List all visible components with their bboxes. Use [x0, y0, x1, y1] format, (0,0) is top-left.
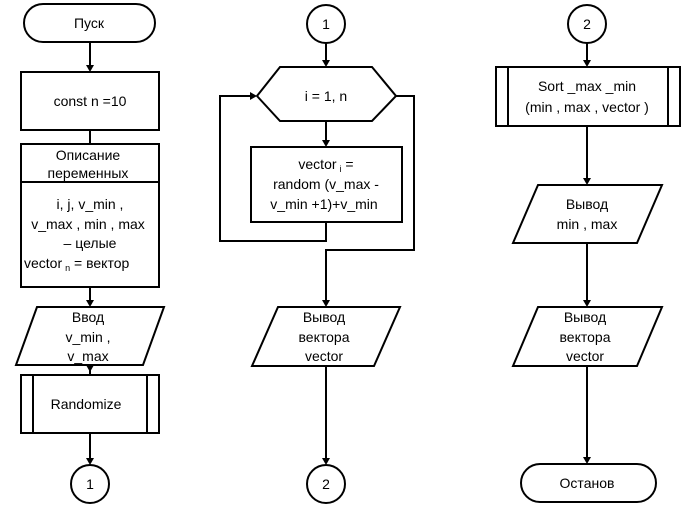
arrow-head — [322, 60, 330, 67]
output-min-max-line-1: Вывод — [566, 196, 608, 212]
const-process-box — [20, 71, 160, 131]
assign-vector-word: vector — [298, 156, 336, 172]
vector-subscript: n — [65, 263, 70, 273]
arrow-head — [86, 458, 94, 465]
connector-2-bottom — [306, 464, 346, 504]
loop-hexagon — [255, 66, 398, 122]
assign-equals: = — [342, 156, 354, 172]
connector-2-bottom-label: 2 — [322, 476, 330, 492]
loop-return-line — [219, 95, 327, 242]
output-vector-line-1: Вывод — [564, 309, 606, 325]
vector-word: vector — [24, 255, 62, 271]
connector-2-top-label: 2 — [583, 16, 591, 32]
loop-label: i = 1, n — [305, 88, 347, 104]
assignment-line-2: random (v_max - — [273, 176, 379, 192]
sort-predefined-process — [495, 66, 681, 127]
arrow-head — [583, 178, 591, 185]
variables-body-backdrop — [22, 183, 158, 286]
variables-header-line-1: Описание — [56, 147, 121, 163]
connector-1-bottom-label: 1 — [86, 476, 94, 492]
input-line-1: Ввод — [72, 309, 104, 325]
assign-subscript: i — [340, 164, 342, 174]
input-line-3: v_max — [67, 348, 108, 364]
assignment-process-box — [250, 146, 403, 223]
start-terminator — [23, 3, 156, 43]
assignment-line-3: v_min +1)+v_min — [270, 196, 377, 212]
sort-line-2: (min , max , vector ) — [525, 99, 649, 115]
start-label: Пуск — [74, 15, 105, 31]
connector-1-bottom — [70, 464, 110, 504]
output-vector-line-3: vector — [305, 348, 343, 364]
output-min-max-line-2: min , max — [557, 216, 618, 232]
connector-1-top — [306, 4, 346, 44]
connector-1-top-label: 1 — [322, 16, 330, 32]
vector-definition: = вектор — [70, 255, 129, 271]
arrow-head — [86, 65, 94, 72]
arrow-head — [583, 300, 591, 307]
const-label: const n =10 — [54, 93, 127, 109]
randomize-predefined-process — [20, 374, 160, 434]
arrow-head — [250, 92, 257, 100]
variables-header-line-2: переменных — [48, 165, 129, 181]
connector-2-top — [567, 4, 607, 44]
output-vector-line-2: вектора — [560, 329, 611, 345]
loop-exit-line — [325, 95, 415, 300]
arrow-head — [322, 458, 330, 465]
variables-body-line-3: – целые — [64, 235, 117, 251]
sort-line-1: Sort _max _min — [538, 78, 636, 94]
end-label: Останов — [560, 475, 615, 491]
output-vector-line-1: Вывод — [303, 309, 345, 325]
output-vector-line-3: vector — [566, 348, 604, 364]
variables-body-line-2: v_max , min , max — [31, 216, 145, 232]
arrow-head — [86, 365, 94, 372]
variables-body-line-1: i, j, v_min , — [57, 196, 124, 212]
arrow-head — [322, 140, 330, 147]
column-1: Пуск const n =10 Описание переменных i, … — [14, 3, 166, 504]
end-terminator — [520, 463, 657, 503]
output-vector-line-2: вектора — [299, 329, 350, 345]
input-line-2: v_min , — [65, 329, 110, 345]
arrow-head — [583, 60, 591, 67]
arrow-head — [322, 300, 330, 307]
output-vector-parallelogram — [250, 306, 402, 367]
output-min-max-parallelogram — [511, 184, 664, 244]
input-parallelogram — [14, 306, 166, 366]
arrow-head — [583, 457, 591, 464]
randomize-label: Randomize — [51, 396, 122, 412]
column-3: 2 Sort _max _min (min , max , vector ) В… — [495, 4, 681, 503]
arrow-head — [86, 300, 94, 307]
output-vector-parallelogram — [511, 306, 664, 367]
